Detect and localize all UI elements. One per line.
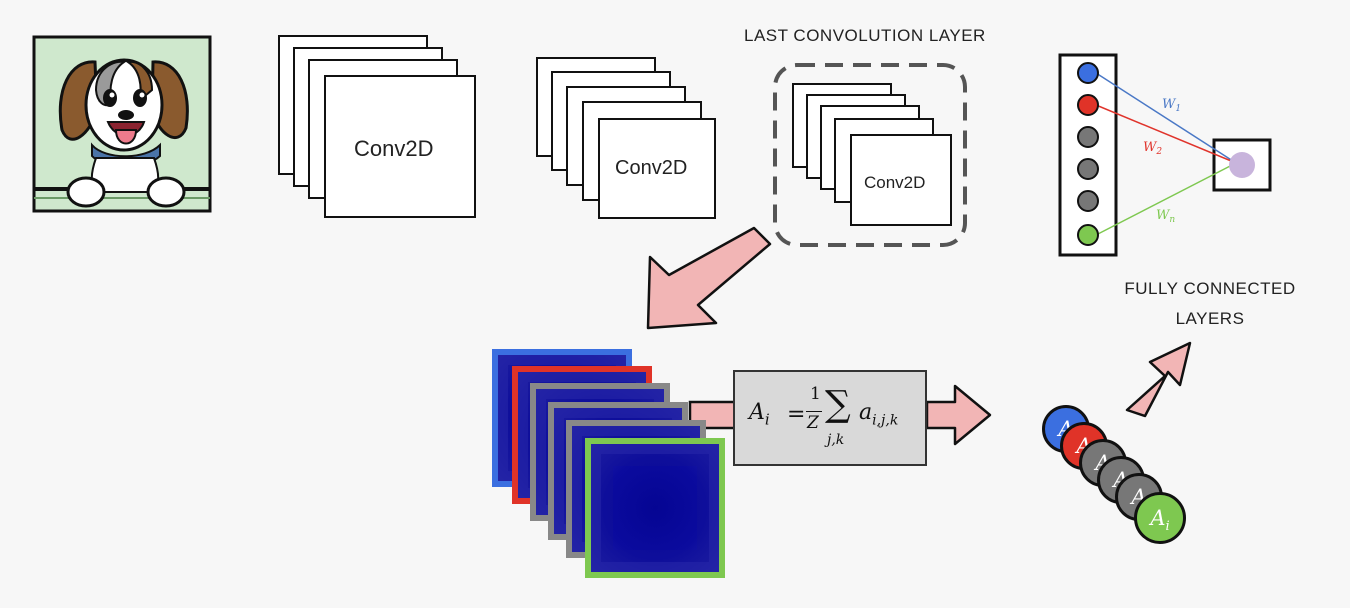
fully-connected-network: W1 W2 Wn (1058, 53, 1272, 257)
arrow-to-fc-layers (1125, 341, 1192, 418)
activation-green: Ai (1134, 492, 1186, 544)
formula-numerator: 1 (810, 384, 821, 404)
fc-caption-line1: FULLY CONNECTED (1124, 279, 1296, 298)
last-conv-highlight-box (773, 63, 967, 247)
fc-caption-line2: LAYERS (1175, 309, 1245, 328)
fc-node-blue (1077, 62, 1099, 84)
fc-node-gray (1077, 126, 1099, 148)
formula-fraction-bar (806, 411, 822, 412)
feature-map-green (585, 438, 725, 578)
fc-node-gray (1077, 158, 1099, 180)
conv-block-3-label: Conv2D (864, 173, 926, 192)
formula-sum-index: j,k (827, 432, 845, 448)
fc-node-green (1077, 224, 1099, 246)
formula-term: ai,j,k (859, 400, 899, 429)
formula-sum-symbol: ∑ (825, 384, 851, 425)
weight-line-n (1095, 162, 1237, 236)
formula-equals: = (787, 402, 806, 427)
fc-node-gray (1077, 190, 1099, 212)
conv-block-1-label: Conv2D (354, 136, 434, 161)
arrow-to-feature-maps (646, 226, 772, 330)
arrow-to-activations (925, 384, 992, 446)
weight-line-1 (1095, 72, 1237, 164)
fc-node-red (1077, 94, 1099, 116)
weight-label-1: W1 (1162, 97, 1181, 114)
conv-block-2-label: Conv2D (615, 157, 688, 179)
formula-lhs: Ai (749, 400, 770, 429)
formula-denominator: Z (807, 413, 819, 433)
weight-label-2: W2 (1143, 140, 1162, 157)
global-average-pooling-formula: Ai = 1 Z ∑ j,k ai,j,k (733, 370, 927, 466)
weight-line-2 (1095, 104, 1237, 164)
weight-label-n: Wn (1156, 208, 1175, 225)
dog-image (32, 35, 212, 213)
last-conv-caption: LAST CONVOLUTION LAYER (744, 26, 986, 45)
fc-output-node (1229, 152, 1255, 178)
fc-caption: FULLY CONNECTED LAYERS (1108, 274, 1312, 334)
fc-input-column (1058, 53, 1118, 257)
